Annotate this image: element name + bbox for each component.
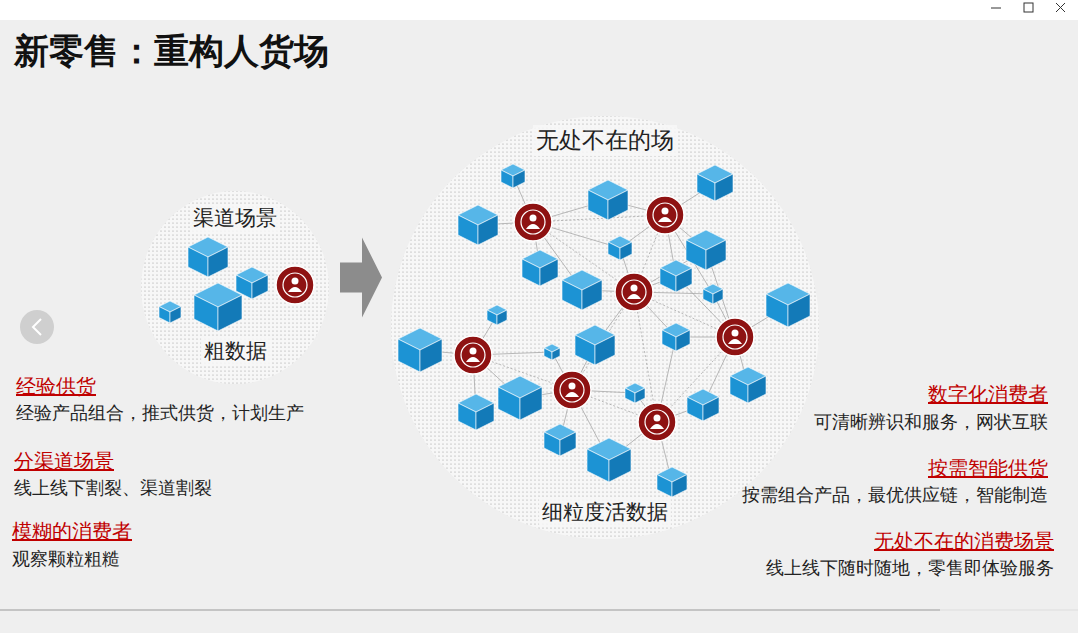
feature-heading: 分渠道场景 — [14, 448, 114, 475]
goods-cube — [544, 424, 576, 456]
goods-cube — [188, 237, 228, 277]
feature-description: 按需组合产品，最优供应链，智能制造 — [742, 483, 1048, 507]
circle-label: 粗数据 — [201, 337, 270, 365]
goods-cube — [766, 283, 810, 327]
goods-cube — [458, 394, 494, 430]
goods-cube — [501, 164, 525, 188]
network-lines — [420, 176, 788, 482]
goods-cube — [236, 267, 268, 299]
consumer-icon — [553, 371, 591, 409]
consumer-icon — [638, 403, 676, 441]
goods-cube — [660, 260, 692, 292]
feature-description: 观察颗粒粗糙 — [12, 547, 120, 571]
goods-cube — [730, 367, 766, 403]
circle-label: 渠道场景 — [190, 204, 280, 232]
feature-heading: 无处不在的消费场景 — [874, 528, 1054, 555]
scene-circle: 渠道场景粗数据 — [140, 190, 330, 385]
circle-outline — [390, 115, 820, 540]
goods-cube — [398, 328, 442, 372]
consumer-icon — [514, 203, 552, 241]
goods-cube — [544, 344, 560, 360]
goods-cube — [703, 284, 723, 304]
feature-description: 可清晰辨识和服务，网状互联 — [814, 410, 1048, 434]
feature-description: 线上线下随时随地，零售即体验服务 — [766, 556, 1054, 580]
feature-heading: 经验供货 — [16, 373, 96, 400]
goods-cube — [608, 236, 632, 260]
consumer-icon — [276, 266, 314, 304]
goods-cube — [562, 270, 602, 310]
goods-cube — [194, 283, 242, 331]
goods-cube — [657, 467, 687, 497]
block-arrow — [340, 238, 382, 318]
goods-cube — [625, 383, 645, 403]
goods-cube — [522, 250, 558, 286]
goods-cube — [662, 323, 690, 351]
consumer-icon — [615, 273, 653, 311]
goods-cube — [697, 165, 733, 201]
feature-heading: 模糊的消费者 — [12, 518, 132, 545]
goods-cube — [498, 376, 542, 420]
goods-cube — [159, 301, 181, 323]
goods-cube — [487, 305, 507, 325]
consumer-icon — [646, 196, 684, 234]
consumer-icon — [454, 336, 492, 374]
feature-description: 经验产品组合，推式供货，计划生产 — [16, 401, 304, 425]
circle-label: 细粒度活数据 — [539, 498, 671, 526]
scene-circle: 无处不在的场细粒度活数据 — [390, 115, 820, 540]
consumer-icon — [716, 318, 754, 356]
goods-cube — [575, 325, 615, 365]
circle-label: 无处不在的场 — [533, 125, 677, 156]
goods-cube — [587, 438, 631, 482]
feature-heading: 按需智能供货 — [928, 455, 1048, 482]
feature-description: 线上线下割裂、渠道割裂 — [14, 476, 212, 500]
feature-heading: 数字化消费者 — [928, 381, 1048, 408]
goods-cube — [458, 205, 498, 245]
goods-cube — [588, 180, 628, 220]
title: 新零售：重构人货场 — [14, 28, 329, 75]
goods-cube — [687, 389, 719, 421]
goods-cube — [686, 230, 726, 270]
